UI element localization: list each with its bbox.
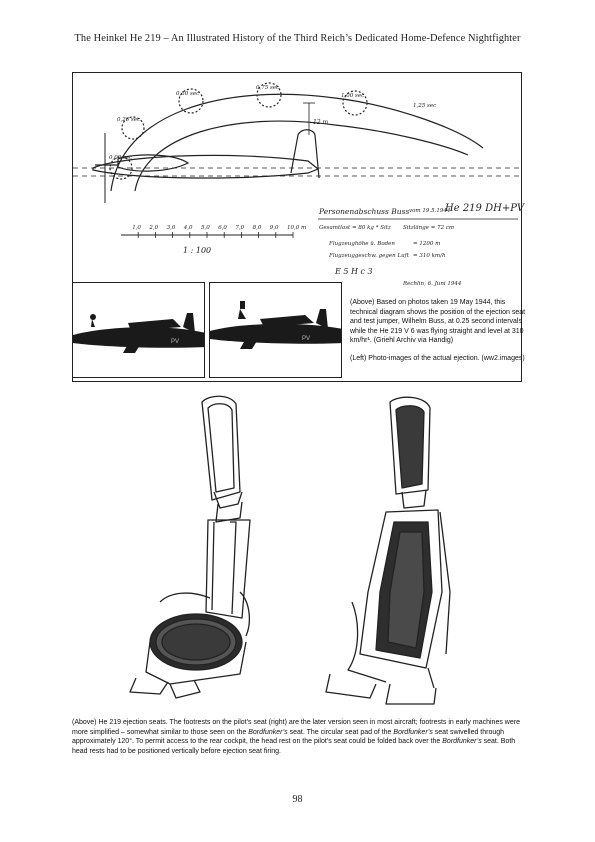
diagram-caption: (Above) Based on photos taken 19 May 194…: [350, 298, 530, 364]
running-header: The Heinkel He 219 – An Illustrated Hist…: [74, 33, 521, 44]
scale-tick-label: 6,0: [218, 225, 227, 231]
caption-text: seat. Both head rests had to be position…: [72, 738, 516, 755]
seat-position-1: [121, 116, 145, 140]
scale-tick-label: 3,0: [167, 225, 176, 231]
page-number: 98: [292, 794, 303, 805]
seat-position-2: [178, 88, 204, 114]
trajectory-drawing: 1,0 2,0 3,0 4,0 5,0 6,0 7,0 8,0 9,0 10,0 m: [73, 82, 523, 238]
aircraft-nacelle: [117, 154, 190, 172]
trajectory-arc-inner: [134, 120, 469, 192]
tail-code: PV: [171, 339, 179, 345]
scale-tick-label: 5,0: [201, 225, 210, 231]
pilot-seat: [325, 396, 451, 705]
note-line-label: Gesamtlast = 80 kg * Sitz: [319, 225, 391, 231]
caption-paragraph: (Above) Based on photos taken 19 May 194…: [350, 299, 526, 345]
note-code: E 5 H c 3: [335, 267, 373, 276]
note-line-value: = 310 km/h: [413, 253, 446, 259]
caption-paragraph: (Left) Photo-images of the actual ejecti…: [350, 354, 525, 362]
scale-tick-label: 9,0: [270, 225, 279, 231]
seat-position-4: [342, 90, 368, 116]
aircraft-tail: [290, 129, 320, 179]
trajectory-label: 1,25 sec: [413, 103, 437, 109]
caption-text: seat swivelled through approximately 120…: [72, 728, 505, 746]
seats-caption: (Above) He 219 ejection seats. The footr…: [72, 718, 524, 756]
ejection-photo-1: PV: [72, 282, 205, 378]
height-label: 12 m: [313, 119, 329, 126]
aircraft-silhouette: PV: [73, 313, 204, 353]
scale-tick-label: 7,0: [235, 225, 244, 231]
note-aircraft: He 219 DH+PV: [445, 203, 525, 214]
tail-code: PV: [302, 336, 310, 342]
caption-text: (Above) He 219 ejection seats. The footr…: [72, 719, 520, 736]
caption-italic: Bordfunker’s: [248, 728, 288, 736]
note-line-value: Sitzlänge = 72 cm: [403, 225, 455, 231]
ejection-photo-2: PV: [209, 282, 342, 378]
seat-position-3: [256, 82, 282, 108]
scale-tick-label: 2,0: [148, 225, 158, 231]
note-place-date: Rechlin, 6. Juni 1944: [403, 281, 462, 287]
trajectory-label: 0,75 sec: [256, 85, 280, 91]
caption-text: seat. The circular seat pad of the: [287, 728, 394, 736]
trajectory-label: 0,50 sec: [176, 91, 200, 97]
trajectory-label: 0,00 sec: [109, 155, 133, 161]
ejection-seat-drawings: [90, 392, 500, 707]
caption-italic: Bordfunker’s: [442, 738, 482, 746]
scale-tick-label: 4,0: [183, 225, 193, 231]
caption-italic: Bordfunker’s: [393, 728, 433, 736]
scale-tick-label: 1,0: [132, 225, 141, 231]
note-title: Personenabschuss Buss: [319, 207, 410, 216]
note-line-label: Flugzeuggeschw. gegen Luft: [329, 253, 409, 259]
scale-ratio: 1 : 100: [183, 246, 212, 255]
bordfunker-seat: [129, 395, 251, 699]
aircraft-silhouette: PV: [210, 301, 341, 349]
note-line-value: = 1200 m: [413, 241, 441, 247]
note-date: vom 19.5.1944: [409, 208, 451, 214]
scale-tick-label: 10,0 m: [287, 225, 306, 231]
note-line-label: Flugzeughöhe ü. Boden: [329, 241, 395, 247]
scale-tick-label: 8,0: [253, 225, 262, 231]
trajectory-label: 0,25 sec: [117, 117, 141, 123]
seat-illustrations: [129, 395, 451, 705]
trajectory-label: 1,00 sec: [341, 93, 365, 99]
